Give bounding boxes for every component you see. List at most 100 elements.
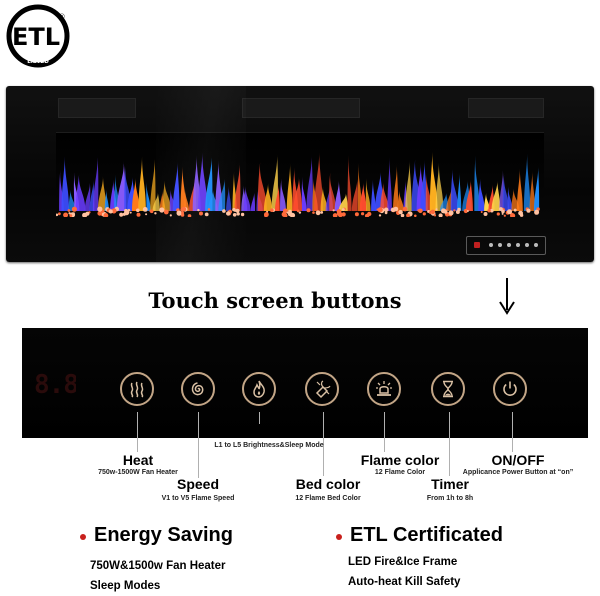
flame-tongue (207, 189, 218, 211)
crystal-bed-pebble (233, 209, 237, 212)
flame-tongue (293, 176, 303, 211)
crystal-bed-pebble (119, 212, 124, 217)
crystal-bed-pebble (510, 213, 516, 217)
crystal-bed-pebble (414, 214, 417, 217)
registered-mark: ® (59, 13, 66, 21)
crystal-bed-pebble (69, 214, 73, 217)
etl-badge-icon: ETL LISTED ® (6, 4, 70, 68)
speed-button[interactable] (181, 372, 215, 406)
crystal-bed-pebble (129, 211, 132, 214)
crystal-bed-pebble (226, 211, 231, 216)
speed-label: Speed V1 to V5 Flame Speed (142, 476, 254, 502)
crystal-bed-pebble (56, 213, 59, 217)
flame-tongue (387, 156, 392, 211)
crystal-bed-pebble (197, 208, 200, 212)
crystal-bed-pebble (466, 210, 469, 212)
crystal-bed-pebble (422, 212, 426, 216)
flame-tongue (150, 156, 156, 211)
crystal-bed-pebble (400, 213, 405, 217)
flame-tongue (429, 151, 438, 211)
crystal-bed-pebble (337, 212, 343, 217)
flame-tongue (97, 176, 107, 211)
crystal-bed-pebble (480, 211, 483, 213)
crystal-bed-pebble (236, 212, 240, 216)
bedcolor-description: 12 Flame Bed Color (295, 495, 361, 502)
crystal-bed-pebble (235, 208, 240, 213)
crystal-bed-pebble (518, 210, 523, 216)
crystal-bed-pebble (377, 207, 383, 213)
flame-color-button[interactable] (367, 372, 401, 406)
crystal-bed-pebble (58, 212, 61, 216)
crystal-bed-pebble (97, 211, 102, 216)
flame-tongue (301, 176, 307, 211)
top-vent-left (58, 98, 136, 118)
crystal-bed-pebble (281, 211, 287, 217)
power-button[interactable] (493, 372, 527, 406)
flame-tongue (314, 151, 324, 211)
flame-tongue (491, 180, 501, 211)
flame-tongue (329, 172, 337, 211)
heat-label: Heat 750w-1500W Fan Heater (88, 452, 188, 476)
heat-button[interactable] (120, 372, 154, 406)
flame-tongue (234, 161, 241, 211)
spiral-icon (191, 382, 204, 396)
mini-panel-dot (525, 243, 529, 247)
flame-tongue (146, 181, 151, 211)
flame-tongue (529, 170, 536, 211)
timer-label: Timer From 1h to 8h (408, 476, 492, 502)
flame-tongue (183, 190, 190, 211)
crystal-bed-pebble (136, 208, 140, 213)
flame-tongue (502, 174, 509, 211)
dimmer-button[interactable] (242, 372, 276, 406)
dimmer-label: Dimmer L1 to L5 Brightness&Sleep Mode (205, 424, 333, 449)
flame-tongue (271, 153, 278, 211)
section-heading: Touch screen buttons (148, 288, 402, 313)
energy-feature-line: Sleep Modes (90, 580, 161, 592)
crystal-bed-pebble (72, 212, 75, 215)
crystal-bed-pebble (149, 209, 152, 213)
crystal-bed-pebble (417, 209, 420, 212)
crystal-bed-pebble (402, 206, 408, 212)
flame-tongue (138, 156, 146, 211)
flame-tongue (338, 192, 348, 211)
crystal-bed-pebble (181, 206, 187, 212)
crystal-bed-pebble (441, 208, 446, 214)
crystal-bed-pebble (398, 209, 403, 215)
crystal-bed-pebble (342, 208, 345, 211)
crystal-bed-pebble (501, 209, 505, 214)
crystal-bed-pebble (490, 208, 494, 213)
speed-connector-line (198, 412, 199, 478)
etl-mark-text: ETL (12, 23, 60, 51)
timer-button[interactable] (431, 372, 465, 406)
crystal-bed-pebble (332, 209, 335, 212)
flame-tongue (275, 184, 280, 211)
bedcolor-title: Bed color (295, 476, 361, 492)
down-arrow-icon (499, 278, 515, 315)
flame-tongue (286, 163, 293, 211)
crystal-bed-pebble (341, 212, 346, 217)
flame-tongue (450, 169, 459, 211)
crystal-bed-pebble (103, 213, 109, 217)
flame-tongue (61, 156, 70, 211)
heat-waves-icon (130, 381, 144, 398)
crystal-bed-pebble (127, 208, 131, 212)
flame-tongue (92, 154, 99, 211)
bed-color-button[interactable] (305, 372, 339, 406)
hourglass-icon (443, 380, 453, 398)
etl-certificated-title: ETL Certificated (350, 524, 503, 546)
beacon-light-icon (376, 381, 392, 396)
crystal-bed-pebble (110, 211, 113, 214)
crystal-bed-pebble (71, 206, 77, 212)
flame-tongue (257, 162, 267, 211)
crystal-bed-pebble (526, 208, 531, 213)
crystal-bed-pebble (361, 212, 365, 216)
flame-tongue (243, 186, 251, 211)
crystal-bed-pebble (438, 213, 443, 217)
crystal-bed-pebble (312, 211, 315, 214)
flame-tongue (306, 154, 314, 211)
onoff-title: ON/OFF (491, 452, 545, 468)
flame-tongue (116, 160, 126, 211)
crystal-bed-pebble (176, 210, 182, 216)
mini-panel-dot (534, 243, 538, 247)
crystal-bed-pebble (378, 214, 382, 217)
